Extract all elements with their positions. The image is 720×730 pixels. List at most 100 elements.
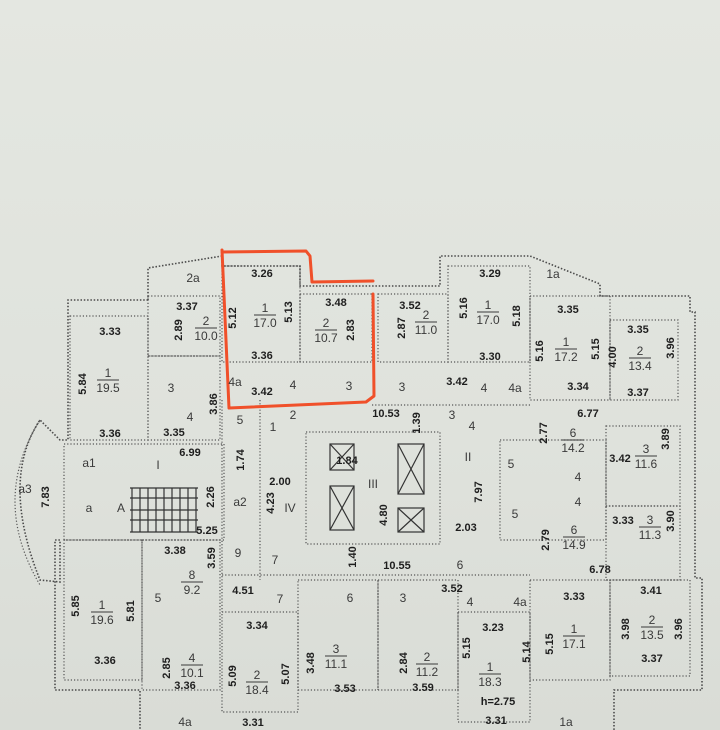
- room-outline: [63, 539, 143, 681]
- dimension-label: 3.36: [251, 350, 272, 362]
- dimension-label: 5.16: [534, 340, 546, 361]
- room-id-label: 4: [575, 470, 582, 484]
- dimension-label: 1.74: [235, 448, 247, 470]
- dimension-label: 2.77: [538, 422, 550, 443]
- dimension-label: 5.16: [458, 297, 470, 318]
- room-id-label: 4a: [513, 595, 527, 609]
- room-id-label: I: [156, 458, 159, 472]
- dimension-label: 5.15: [461, 637, 473, 658]
- dimension-label: 3.52: [441, 583, 462, 595]
- dimension-label: 2.84: [398, 651, 410, 673]
- room-area: 10.1: [180, 666, 204, 680]
- room-id-label: A: [117, 501, 125, 515]
- room-area: 17.0: [476, 313, 500, 327]
- room-number: 1: [105, 366, 112, 380]
- dimension-label: 5.12: [227, 307, 239, 328]
- room-area-label: 117.0: [476, 298, 500, 327]
- room-area: 11.1: [325, 657, 348, 671]
- room-number: 2: [637, 344, 644, 358]
- room-area-label: 117.2: [554, 335, 578, 364]
- room-number: 1: [571, 622, 578, 636]
- room-area-label: 311.6: [635, 442, 658, 471]
- room-area: 11.0: [415, 323, 438, 337]
- dimension-label: 3.42: [609, 453, 630, 465]
- dimension-label: 3.33: [563, 591, 584, 603]
- room-id-label: 7: [272, 553, 279, 567]
- room-id-label: 3: [399, 380, 406, 394]
- dimension-label: 7.97: [473, 481, 485, 502]
- dimension-label: 5.18: [511, 305, 523, 326]
- dimension-label: 2.89: [173, 319, 185, 340]
- room-outline: [141, 539, 221, 691]
- elevator-shaft-icon: [329, 485, 355, 531]
- room-area-label: 117.0: [253, 301, 277, 330]
- room-area-label: 311.3: [639, 513, 662, 542]
- room-id-label: 9: [235, 546, 242, 560]
- room-id-label: 3: [346, 379, 353, 393]
- room-outline: [69, 315, 149, 441]
- room-outline: [447, 265, 531, 363]
- dimension-label: 4.23: [265, 492, 277, 513]
- dimension-label: 3.30: [479, 351, 500, 363]
- dimension-label: 5.25: [196, 525, 217, 537]
- elevators: [329, 443, 425, 533]
- room-id-label: 3: [400, 591, 407, 605]
- room-area: 18.4: [245, 683, 269, 697]
- room-id-label: 4: [290, 378, 297, 392]
- dimension-label: 3.26: [251, 268, 272, 280]
- room-number: 6: [570, 426, 577, 440]
- dimension-label: 3.34: [246, 620, 268, 632]
- room-area-label: 213.5: [640, 613, 664, 642]
- dimension-label: 3.33: [99, 326, 120, 338]
- elevator-shaft-icon: [329, 443, 355, 471]
- dimension-label: 3.96: [665, 337, 677, 358]
- room-area-label: 117.1: [562, 622, 586, 651]
- dimension-label: 3.36: [174, 680, 195, 692]
- room-id-label: 3: [449, 408, 456, 422]
- room-area-label: 210.0: [194, 314, 218, 343]
- room-id-label: III: [368, 477, 378, 491]
- room-id-label: a3: [18, 482, 32, 496]
- room-id-label: a1: [82, 456, 96, 470]
- dimension-label: 3.53: [334, 683, 355, 695]
- dimension-label: 3.42: [446, 376, 467, 388]
- room-number: 2: [423, 308, 430, 322]
- room-number: 1: [485, 298, 492, 312]
- corridor-outline: [63, 443, 225, 541]
- room-id-label: a: [86, 501, 93, 515]
- room-area-label: 311.1: [325, 642, 348, 671]
- dimension-label: 6.78: [589, 564, 610, 576]
- room-area: 17.2: [554, 350, 578, 364]
- room-area: 13.4: [628, 359, 652, 373]
- room-number: 1: [262, 301, 269, 315]
- staircase: [130, 487, 198, 533]
- dimension-label: 3.37: [641, 653, 662, 665]
- dimension-label: 7.83: [40, 486, 52, 507]
- dimension-label: 2.26: [205, 486, 217, 507]
- dimension-label: 5.07: [280, 663, 292, 684]
- dimension-label: 5.84: [77, 372, 89, 394]
- room-area-label: 614.2: [561, 426, 585, 455]
- room-area-label: 213.4: [628, 344, 652, 373]
- room-id-label: 4a: [228, 375, 242, 389]
- room-area-label: 210.7: [314, 316, 338, 345]
- dimension-label: 4.00: [607, 346, 619, 367]
- dimension-label: 2.87: [396, 317, 408, 338]
- dimension-label: 1.40: [347, 546, 359, 567]
- dimension-label: h=2.75: [481, 696, 516, 708]
- dimension-label: 3.48: [305, 652, 317, 673]
- highlighted-apartment-outline: [220, 248, 376, 410]
- room-area: 11.2: [416, 665, 439, 679]
- room-outline: [221, 611, 299, 713]
- dimension-label: 3.35: [163, 427, 184, 439]
- room-outline: [147, 355, 221, 441]
- room-id-label: 4: [469, 419, 476, 433]
- room-id-label: IV: [284, 501, 295, 515]
- dimension-label: 5.85: [70, 595, 82, 616]
- room-outline: [457, 611, 531, 723]
- dimension-label: 3.33: [612, 515, 633, 527]
- dimension-label: 5.09: [227, 665, 239, 686]
- room-number: 3: [333, 642, 340, 656]
- dimension-label: 4.80: [378, 504, 390, 525]
